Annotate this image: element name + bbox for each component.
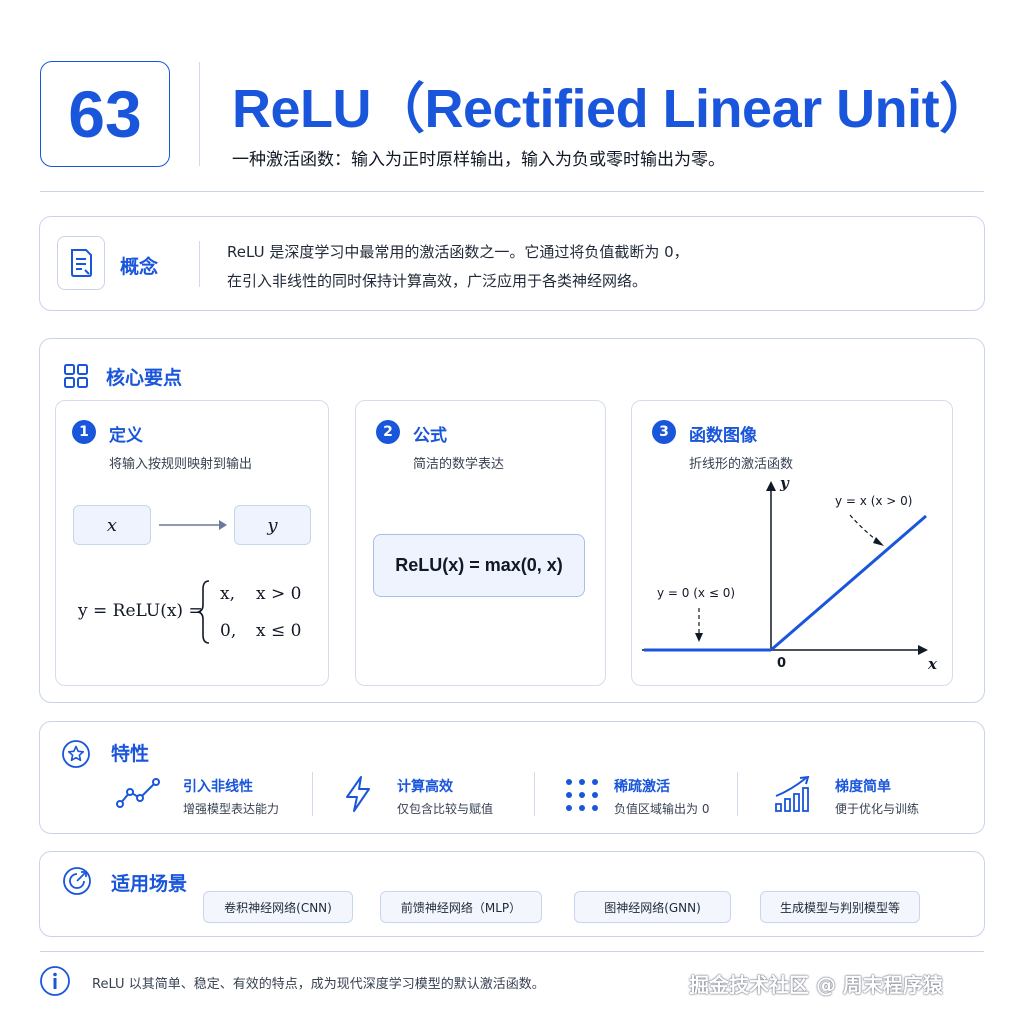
case1-value: x, bbox=[220, 584, 235, 604]
formula-expression: ReLU(x) = max(0, x) bbox=[395, 555, 563, 575]
y-axis-arrow bbox=[766, 481, 776, 491]
line-chart-icon bbox=[116, 778, 162, 814]
graph-index-badge: 3 bbox=[652, 420, 676, 444]
scenario-tag-generative: 生成模型与判别模型等 bbox=[760, 891, 920, 923]
positive-annotation-arrowhead bbox=[873, 537, 884, 546]
growth-bars-icon bbox=[773, 774, 813, 818]
brace-icon bbox=[197, 580, 210, 644]
key-points-title: 核心要点 bbox=[106, 367, 183, 389]
feature-desc-gradient: 便于优化与训练 bbox=[835, 802, 920, 816]
output-box: y bbox=[234, 505, 311, 545]
feature-title-nonlinearity: 引入非线性 bbox=[183, 779, 253, 795]
header-rule bbox=[40, 191, 984, 192]
feature-title-gradient: 梯度简单 bbox=[835, 779, 891, 795]
formula-title: 公式 bbox=[413, 426, 447, 446]
feature-desc-sparsity: 负值区域输出为 0 bbox=[614, 802, 710, 816]
feature-divider bbox=[312, 772, 313, 816]
applications-title: 适用场景 bbox=[111, 873, 188, 895]
feature-divider bbox=[534, 772, 535, 816]
graph-desc: 折线形的激活函数 bbox=[689, 457, 794, 472]
definition-title: 定义 bbox=[109, 426, 143, 446]
formula-card: 2 公式 简洁的数学表达 ReLU(x) = max(0, x) bbox=[355, 400, 606, 686]
case1-condition: x > 0 bbox=[256, 584, 302, 604]
negative-annotation-arrowhead bbox=[695, 633, 703, 642]
relu-positive-segment bbox=[770, 514, 927, 652]
definition-index-badge: 1 bbox=[72, 420, 96, 444]
footer-rule bbox=[40, 951, 984, 952]
feature-title-efficiency: 计算高效 bbox=[397, 779, 453, 795]
concept-label: 概念 bbox=[120, 256, 159, 278]
lightning-icon bbox=[340, 774, 376, 818]
document-icon bbox=[57, 236, 105, 290]
page-title: ReLU（Rectified Linear Unit） bbox=[232, 79, 993, 139]
info-icon bbox=[39, 965, 71, 1001]
watermark: 掘金技术社区 @ 周末程序猿 bbox=[689, 973, 943, 997]
x-axis-label: x bbox=[928, 655, 937, 673]
concept-card: 概念 ReLU 是深度学习中最常用的激活函数之一。它通过将负值截断为 0， 在引… bbox=[39, 216, 985, 311]
star-icon bbox=[61, 739, 91, 773]
section-number: 63 bbox=[40, 61, 170, 167]
scenario-tag-cnn: 卷积神经网络(CNN) bbox=[203, 891, 353, 923]
arrow-right-icon bbox=[159, 520, 227, 530]
origin-label: 0 bbox=[777, 656, 787, 671]
input-label: x bbox=[106, 514, 118, 536]
grid-icon bbox=[63, 363, 89, 393]
concept-text-line1: ReLU 是深度学习中最常用的激活函数之一。它通过将负值截断为 0， bbox=[227, 243, 689, 261]
features-title: 特性 bbox=[111, 743, 150, 765]
formula-box: ReLU(x) = max(0, x) bbox=[373, 534, 585, 597]
scenario-tag-gnn: 图神经网络(GNN) bbox=[574, 891, 731, 923]
feature-divider bbox=[737, 772, 738, 816]
formula-index-badge: 2 bbox=[376, 420, 400, 444]
graph-card: 3 函数图像 折线形的激活函数 y x 0 y = x (x > 0) y = … bbox=[631, 400, 953, 686]
features-card: 特性 引入非线性 增强模型表达能力 计算高效 仅包含比较与赋值 稀疏激活 负值区… bbox=[39, 721, 985, 834]
dot-grid-icon bbox=[565, 778, 599, 816]
definition-desc: 将输入按规则映射到输出 bbox=[109, 457, 253, 472]
formula-lhs: y = ReLU(x) = bbox=[78, 601, 203, 621]
page-subtitle: 一种激活函数：输入为正时原样输出，输入为负或零时输出为零。 bbox=[232, 150, 725, 170]
case2-value: 0, bbox=[220, 621, 237, 641]
footer-note: ReLU 以其简单、稳定、有效的特点，成为现代深度学习模型的默认激活函数。 bbox=[92, 977, 545, 992]
output-label: y bbox=[267, 514, 278, 536]
feature-title-sparsity: 稀疏激活 bbox=[614, 779, 670, 795]
case2-condition: x ≤ 0 bbox=[256, 621, 302, 641]
target-icon bbox=[62, 866, 92, 900]
concept-text-line2: 在引入非线性的同时保持计算高效，广泛应用于各类神经网络。 bbox=[227, 272, 648, 290]
graph-title: 函数图像 bbox=[689, 426, 757, 446]
y-axis-label: y bbox=[780, 474, 789, 492]
input-box: x bbox=[73, 505, 151, 545]
header-divider bbox=[199, 62, 200, 166]
relu-graph bbox=[642, 481, 928, 655]
concept-divider bbox=[199, 241, 200, 287]
scenario-tag-mlp: 前馈神经网络（MLP） bbox=[380, 891, 542, 923]
positive-annotation: y = x (x > 0) bbox=[835, 494, 913, 508]
definition-card: 1 定义 将输入按规则映射到输出 x y y = ReLU(x) = x, x … bbox=[55, 400, 329, 686]
feature-desc-efficiency: 仅包含比较与赋值 bbox=[397, 802, 494, 816]
feature-desc-nonlinearity: 增强模型表达能力 bbox=[183, 802, 280, 816]
formula-desc: 简洁的数学表达 bbox=[413, 457, 505, 472]
negative-annotation: y = 0 (x ≤ 0) bbox=[657, 586, 736, 600]
x-axis-arrow bbox=[918, 645, 928, 655]
